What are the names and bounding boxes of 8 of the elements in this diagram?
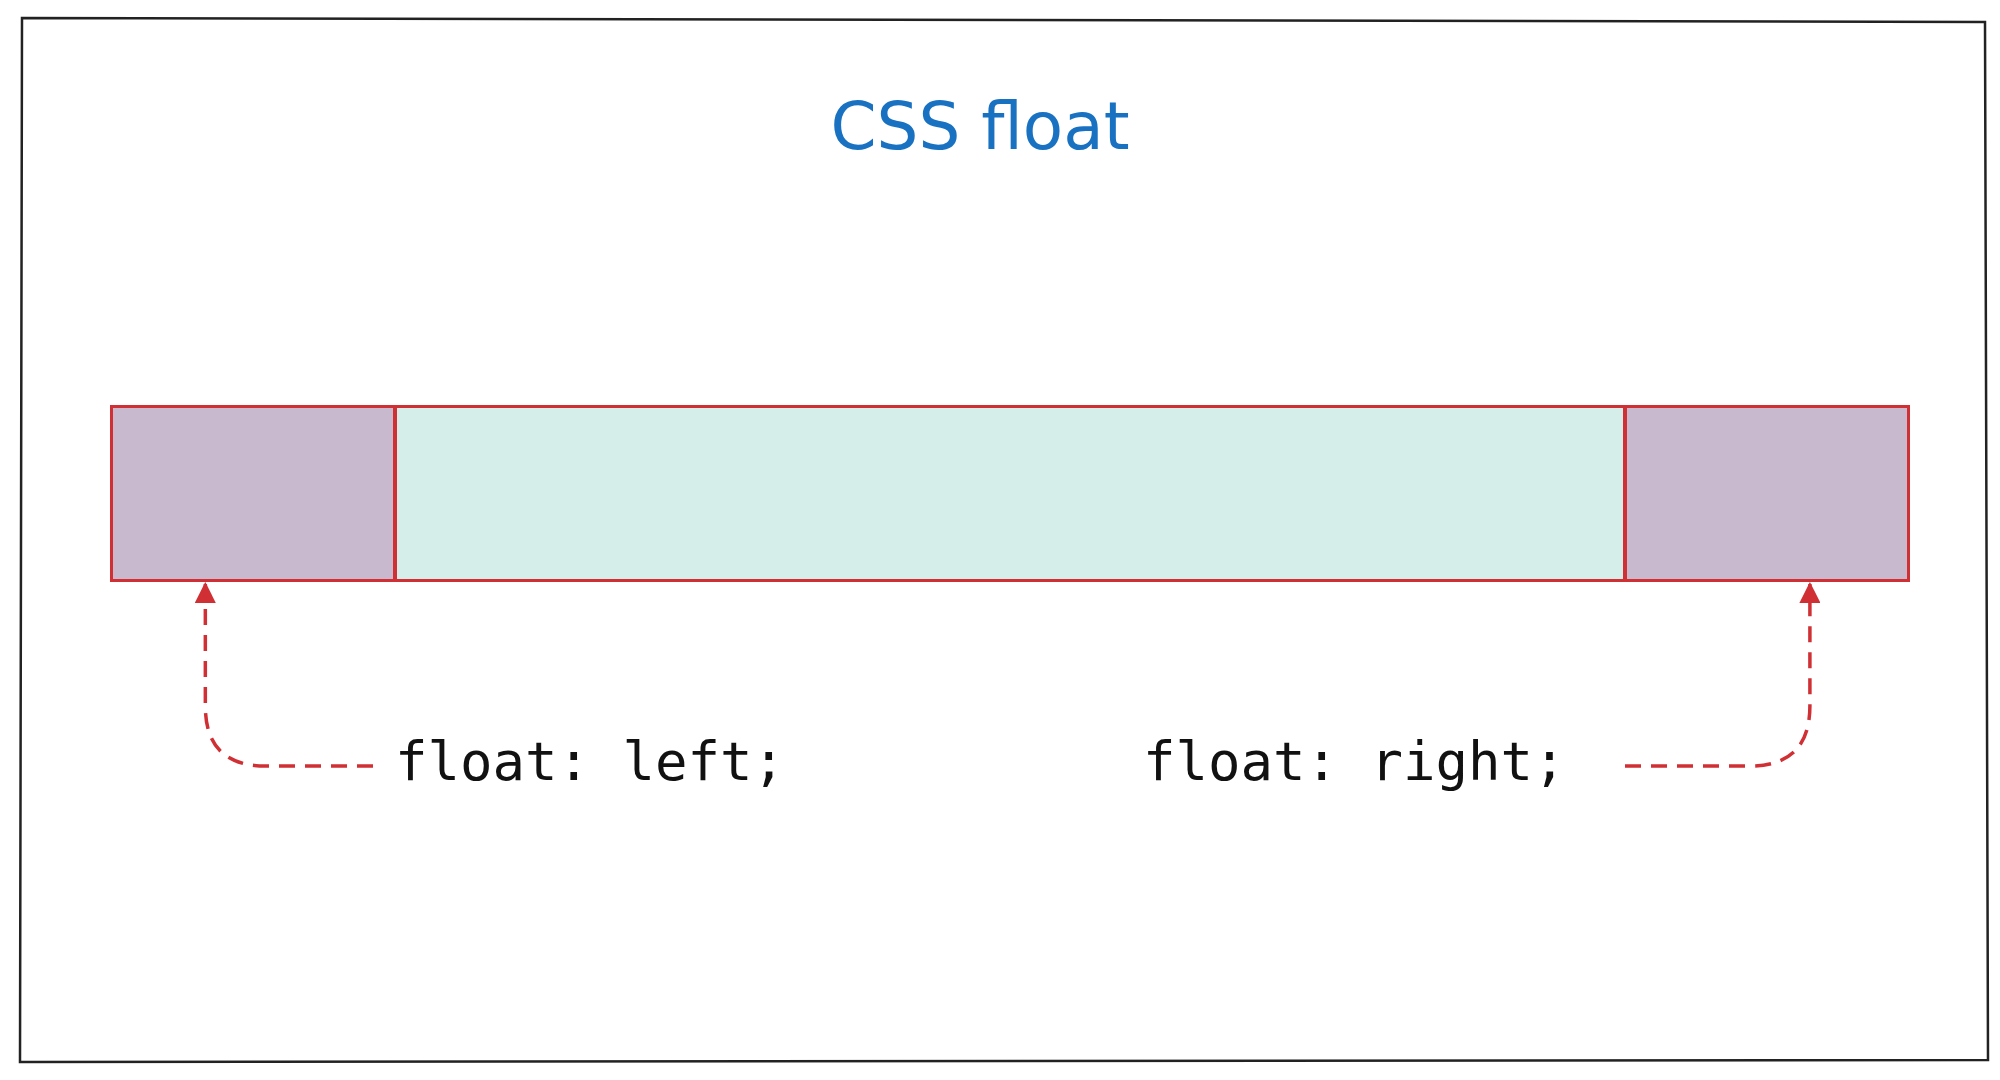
title: CSS float [829, 88, 1131, 165]
arrow [194, 581, 373, 768]
arrow [1625, 581, 1821, 768]
layout-box [110, 405, 396, 582]
layout-box [394, 405, 1626, 582]
code-label: float: right; [1143, 730, 1603, 794]
layout-box [1624, 405, 1910, 582]
code-label: float: left; [395, 730, 815, 794]
